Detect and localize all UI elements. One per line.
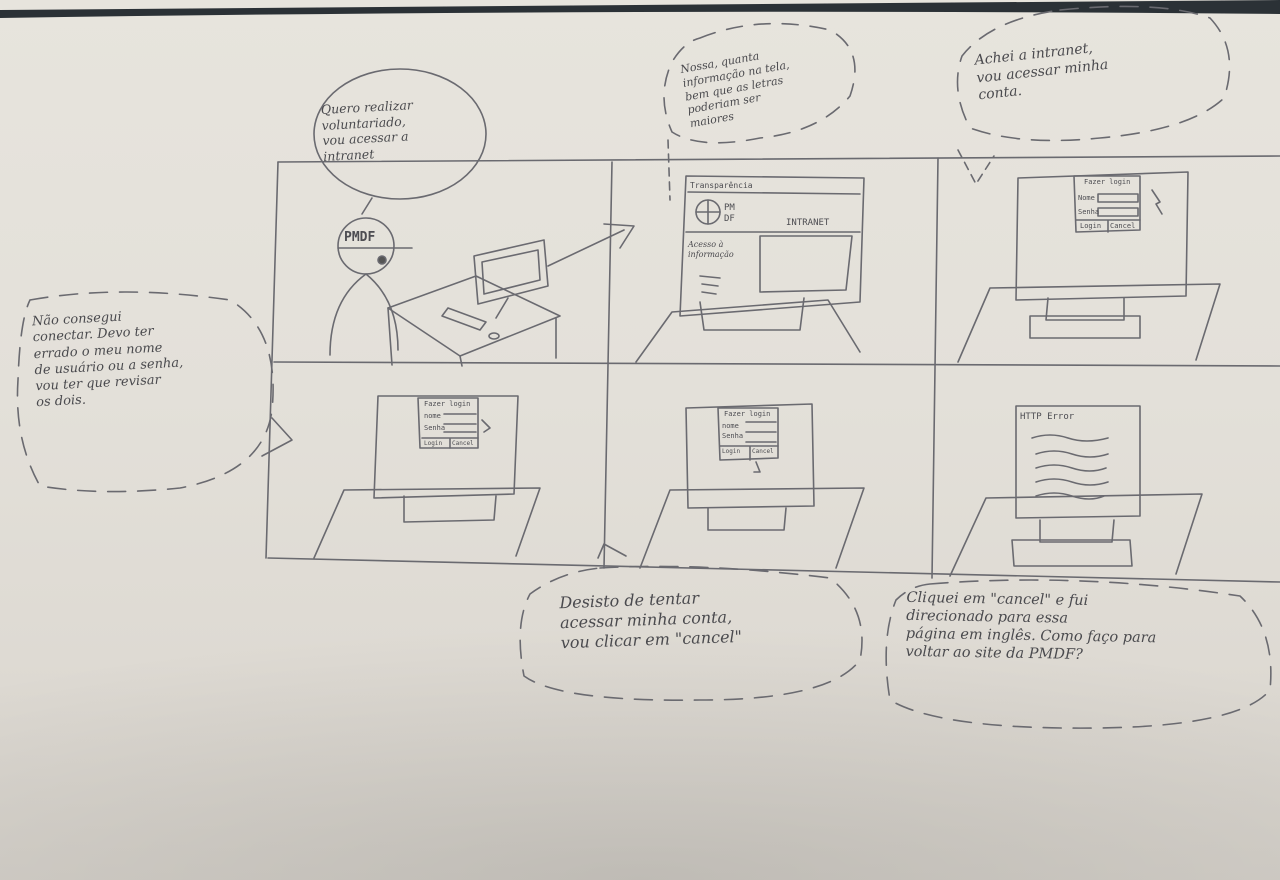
thought-text-panel-6: Cliquei em "cancel" e fui direcionado pa…	[905, 589, 1157, 664]
thought-bubble-6	[885, 579, 1272, 729]
login-password-label-5: Senha	[722, 432, 744, 440]
login-title-5: Fazer login	[724, 410, 771, 418]
panel-6	[885, 405, 1272, 729]
thought-bubble-1	[313, 68, 487, 200]
arrow-to-panel-2	[547, 223, 635, 267]
login-title-3: Fazer login	[1084, 178, 1131, 186]
desk-computer	[387, 239, 561, 367]
thought-bubble-2	[663, 22, 856, 144]
cap-label: PMDF	[344, 230, 376, 245]
user-figure	[329, 217, 413, 356]
panel-4	[16, 291, 541, 559]
computer-screen-login-5	[685, 403, 815, 509]
panel-5	[519, 403, 865, 701]
login-name-label-5: nome	[722, 422, 739, 430]
login-password-label-4: Senha	[424, 424, 446, 432]
computer-screen-login	[1015, 171, 1189, 301]
login-button-4: Login	[424, 440, 443, 447]
cancel-button-5: Cancel	[752, 448, 774, 455]
error-page-title: HTTP Error	[1020, 412, 1075, 422]
logo-line-1: PM	[724, 203, 735, 213]
thought-bubble-3	[956, 5, 1231, 142]
cancel-button-4: Cancel	[452, 440, 474, 447]
cancel-button-3: Cancel	[1110, 222, 1136, 230]
computer-screen-login-4	[373, 395, 519, 499]
login-form-3	[1073, 175, 1141, 233]
thought-bubble-4	[16, 291, 274, 493]
login-button-5: Login	[722, 448, 741, 455]
storyboard-grid	[265, 155, 1280, 583]
panel-1	[313, 68, 635, 367]
thought-bubble-5	[519, 565, 863, 701]
thought-text-panel-4: Não consegui conectar. Devo ter errado o…	[31, 309, 184, 411]
logo-line-2: DF	[724, 214, 735, 224]
panel-3	[956, 5, 1231, 363]
login-title-4: Fazer login	[424, 400, 471, 408]
sidebar-text: Acesso à informação	[688, 240, 734, 259]
login-password-label-3: Senha	[1078, 208, 1100, 216]
site-header-text: Transparência	[690, 181, 753, 190]
intranet-label: INTRANET	[786, 218, 830, 228]
login-name-label-3: Nome	[1078, 194, 1095, 202]
thought-text-panel-5: Desisto de tentar acessar minha conta, v…	[559, 588, 743, 653]
panel-2	[635, 22, 865, 363]
login-button-3: Login	[1080, 222, 1102, 230]
login-name-label-4: nome	[424, 412, 441, 420]
thought-text-panel-1: Quero realizar voluntariado, vou acessar…	[320, 97, 414, 164]
computer-screen-intranet	[679, 175, 865, 317]
computer-screen-error	[1015, 405, 1141, 519]
